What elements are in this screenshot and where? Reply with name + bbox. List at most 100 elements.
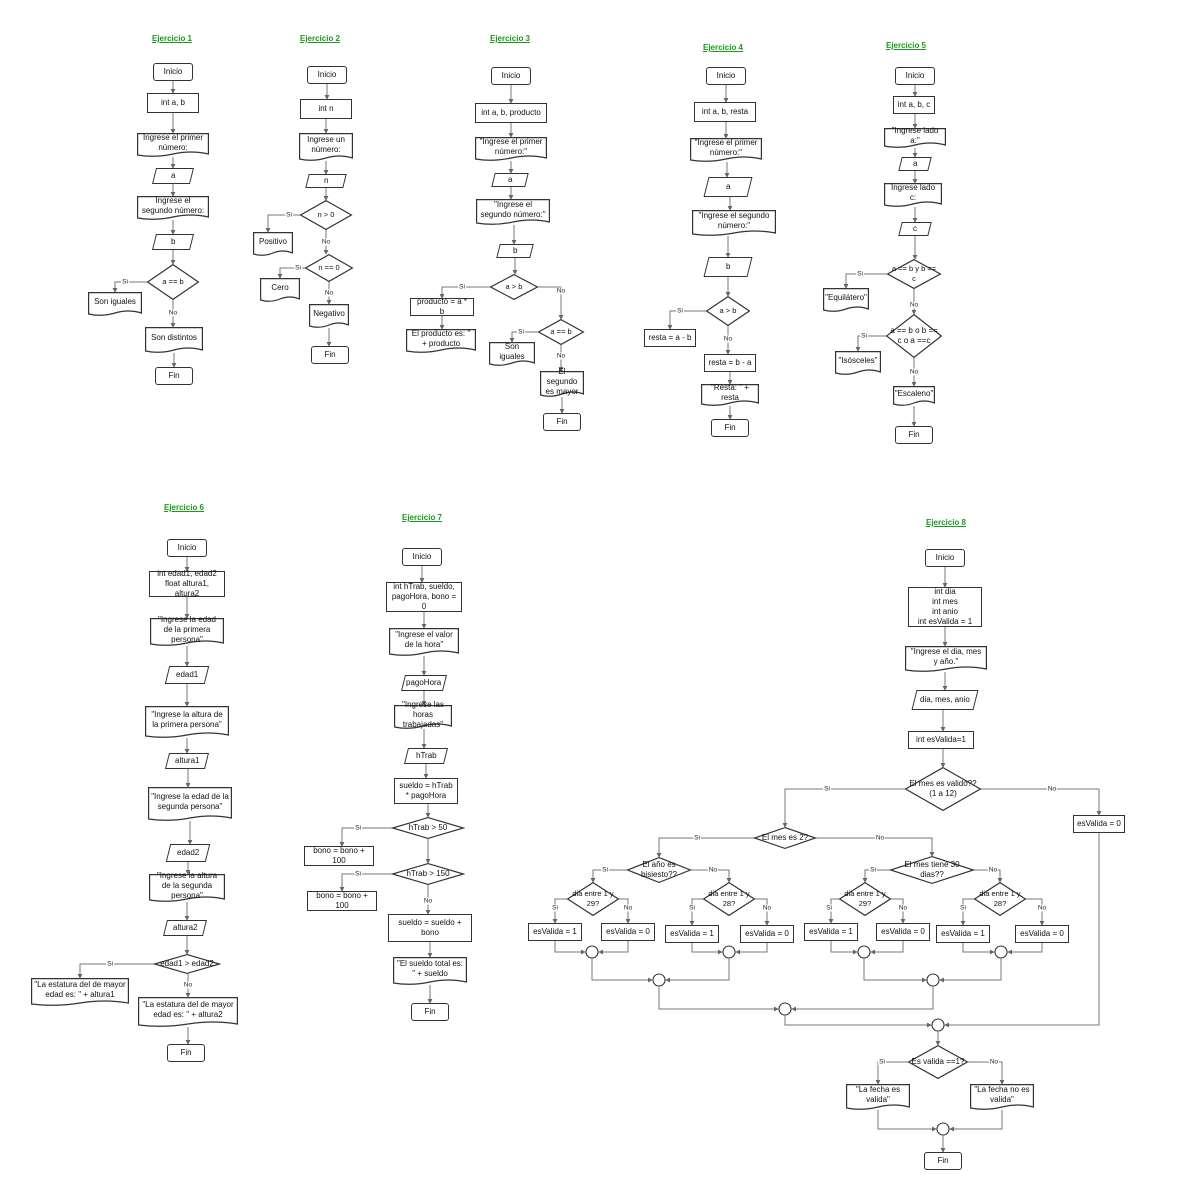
node-label: El año es bisiesto??	[640, 860, 678, 879]
node-label: Son iguales	[499, 342, 525, 361]
ej5-terminal-fin: Fin	[895, 426, 933, 444]
ej8-decision-cond-d28b: dia entre 1 y 28?	[973, 881, 1027, 917]
document-shape-icon	[138, 997, 238, 1027]
node-label: edad1	[175, 670, 199, 679]
node-label: esValida = 0	[1020, 929, 1064, 938]
ej2-decision-cond1: n > 0	[299, 199, 353, 231]
document-shape-icon	[970, 1084, 1034, 1110]
node-label: dia entre 1 y 29?	[844, 889, 886, 908]
decision-diamond-icon	[390, 862, 466, 886]
node-label: El mes es 2?	[761, 833, 809, 842]
node-label: resta = b - a	[708, 358, 752, 367]
node-label: sueldo = sueldo + bono	[398, 918, 462, 937]
decision-diamond-icon	[566, 881, 620, 917]
node-label: "Equilátero"	[825, 293, 867, 302]
diagram-title-1: Ejercicio 1	[151, 34, 193, 43]
branch-label-no: No	[320, 238, 332, 246]
decision-diamond-icon	[907, 1044, 969, 1080]
branch-label-yes: Si	[823, 785, 831, 793]
decision-diamond-icon	[973, 881, 1027, 917]
node-label: "Ingrese la altura de la segunda persona…	[156, 871, 218, 900]
node-label: int edad1, edad2 float altura1, altura2	[157, 569, 217, 598]
ej2-terminal-inicio: Inicio	[307, 66, 347, 84]
node-label: int a, b	[160, 98, 185, 107]
node-label: Negativo	[313, 309, 345, 318]
ej8-process-v5: esValida = 1	[804, 923, 858, 941]
connector-junction-icon	[778, 1002, 792, 1016]
ej1-document-out-si: Son iguales	[88, 292, 142, 316]
branch-label-yes: Si	[106, 960, 114, 968]
ej3-decision-cond1: a > b	[489, 273, 539, 301]
node-label: esValida = 1	[809, 927, 853, 936]
ej3-document-prompt-b: "Ingrese el segundo número:"	[476, 199, 550, 225]
node-label: El producto es: " + producto	[411, 329, 471, 348]
branch-label-no: No	[167, 309, 179, 317]
node-label: int a, b, resta	[701, 107, 749, 116]
document-shape-icon	[475, 137, 547, 161]
document-shape-icon	[137, 133, 209, 157]
node-label: int a, b, producto	[481, 108, 541, 117]
document-shape-icon	[309, 304, 349, 328]
ej8-process-v7: esValida = 1	[936, 925, 990, 943]
ej7-terminal-fin: Fin	[411, 1003, 449, 1021]
decision-diamond-icon	[702, 881, 756, 917]
branch-label-yes: Si	[856, 270, 864, 278]
branch-label-yes: Si	[869, 866, 877, 874]
node-label: dia entre 1 y 28?	[979, 889, 1021, 908]
ej4-document-prompt-b: "Ingrese el segundo número:"	[692, 210, 776, 236]
document-shape-icon	[884, 183, 942, 207]
ej5-process-decl: int a, b, c	[893, 96, 935, 114]
ej7-decision-cond2: hTrab > 150	[390, 862, 466, 886]
node-label: n == 0	[318, 263, 340, 272]
node-label: esValida = 0	[745, 929, 789, 938]
branch-label-yes: Si	[121, 278, 129, 286]
node-label: Fin	[937, 1156, 949, 1165]
ej5-io-input-c: c	[898, 222, 932, 236]
document-shape-icon	[148, 787, 232, 821]
ej4-process-decl: int a, b, resta	[694, 102, 756, 122]
ej7-io-input-ph: pagoHora	[401, 675, 447, 691]
node-label: Inicio	[716, 71, 736, 80]
ej4-document-out: "Resta: " + resta	[701, 383, 759, 406]
document-shape-icon	[835, 351, 881, 375]
node-label: c	[913, 224, 917, 233]
branch-label-yes: Si	[601, 866, 609, 874]
ej3-decision-cond2: a == b	[537, 318, 585, 346]
document-shape-icon	[253, 232, 293, 256]
ej7-process-calc-total: sueldo = sueldo + bono	[388, 914, 472, 942]
ej2-document-out-cero: Cero	[260, 278, 300, 302]
ej8-decision-cond-d29a: dia entre 1 y 29?	[566, 881, 620, 917]
document-shape-icon	[145, 706, 229, 738]
node-label: Inicio	[935, 553, 955, 562]
node-label: "Ingrese lado a:"	[891, 126, 939, 145]
node-label: Fin	[424, 1007, 436, 1016]
node-label: b	[512, 246, 518, 255]
diagram-title-4: Ejercicio 4	[702, 43, 744, 52]
ej7-process-decl: int hTrab, sueldo, pagoHora, bono = 0	[386, 582, 462, 612]
node-label: n > 0	[317, 210, 335, 219]
branch-label-yes: Si	[517, 328, 525, 336]
node-label: bono = bono + 100	[313, 846, 365, 865]
ej5-document-prompt-c: Ingrese lado c:	[884, 183, 942, 207]
ej4-io-input-a: a	[703, 177, 753, 197]
decision-diamond-icon	[304, 253, 354, 283]
decision-diamond-icon	[885, 313, 943, 359]
node-label: resta = a - b	[648, 333, 692, 342]
node-label: dia, mes, anio	[920, 695, 970, 704]
ej8-process-v4: esValida = 0	[740, 925, 794, 943]
document-shape-icon	[389, 628, 459, 656]
ej5-document-out-iso: "Isósceles"	[835, 351, 881, 375]
node-label: "Ingrese la edad de la segunda persona"	[151, 792, 229, 811]
ej8-process-decl: int dia int mes int anio int esValida = …	[908, 587, 982, 627]
ej6-document-out-si: "La estatura del de mayor edad es: " + a…	[31, 978, 129, 1006]
connector-arrow	[843, 273, 887, 289]
ej7-process-calc-sueldo: sueldo = hTrab * pagoHora	[394, 778, 458, 804]
branch-label-no: No	[323, 289, 335, 297]
node-label: esValida = 1	[670, 929, 714, 938]
node-label: dia entre 1 y 28?	[708, 889, 750, 908]
node-label: sueldo = hTrab * pagoHora	[399, 781, 453, 800]
connector-arrow	[960, 898, 974, 926]
ej1-document-prompt-b: Ingrese el segundo número:	[137, 196, 209, 220]
branch-label-yes: Si	[693, 834, 701, 842]
node-label: Inicio	[412, 552, 432, 561]
